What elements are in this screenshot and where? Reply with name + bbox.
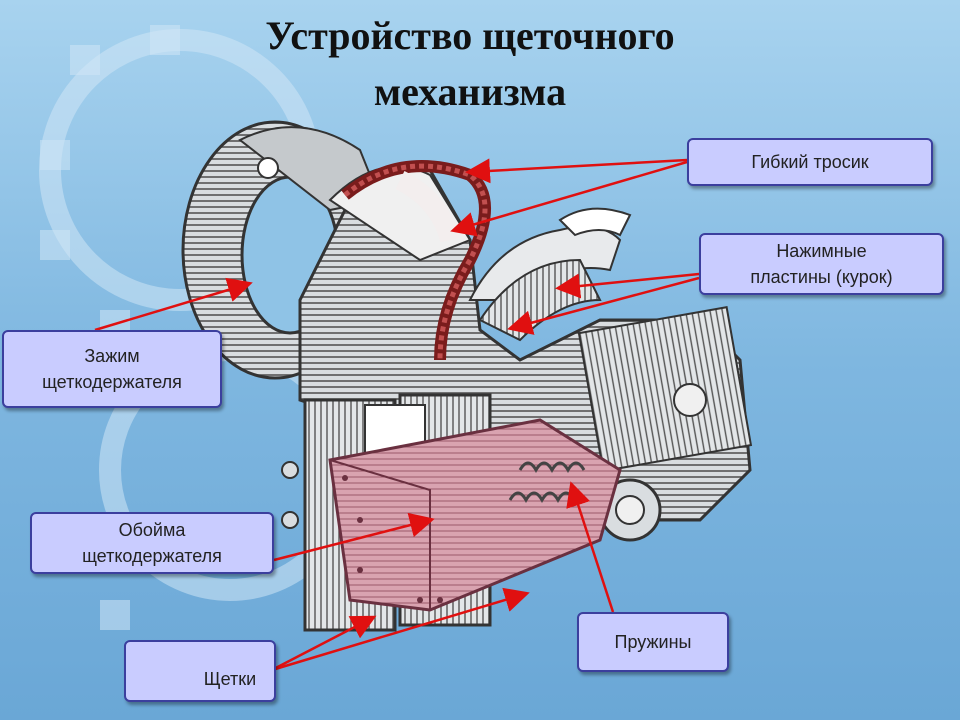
- label-holder-cage-line-2: щеткодержателя: [82, 546, 222, 566]
- label-holder-cage-line-1: Обойма: [118, 520, 186, 540]
- label-pressure-plates: Нажимные пластины (курок): [699, 233, 944, 295]
- title-line-1: Устройство щеточного: [265, 13, 675, 58]
- label-holder-clamp: Зажим щеткодержателя: [2, 330, 222, 408]
- label-springs: Пружины: [577, 612, 729, 672]
- title-line-2: механизма: [373, 69, 567, 114]
- label-holder-cage: Обойма щеткодержателя: [30, 512, 274, 574]
- label-flexible-cable: Гибкий тросик: [687, 138, 933, 186]
- page-title: Устройство щеточного механизма: [180, 8, 760, 120]
- label-brushes-text: Щетки: [203, 669, 257, 689]
- label-flexible-cable-text: Гибкий тросик: [751, 152, 869, 172]
- label-holder-clamp-line-2: щеткодержателя: [42, 372, 182, 392]
- springs-shape: [508, 461, 586, 504]
- label-pressure-plates-line-2: пластины (курок): [750, 267, 893, 287]
- label-brushes: Щетки: [124, 640, 276, 702]
- label-holder-clamp-line-1: Зажим: [84, 346, 140, 366]
- label-springs-text: Пружины: [614, 632, 692, 652]
- label-pressure-plates-line-1: Нажимные: [776, 241, 867, 261]
